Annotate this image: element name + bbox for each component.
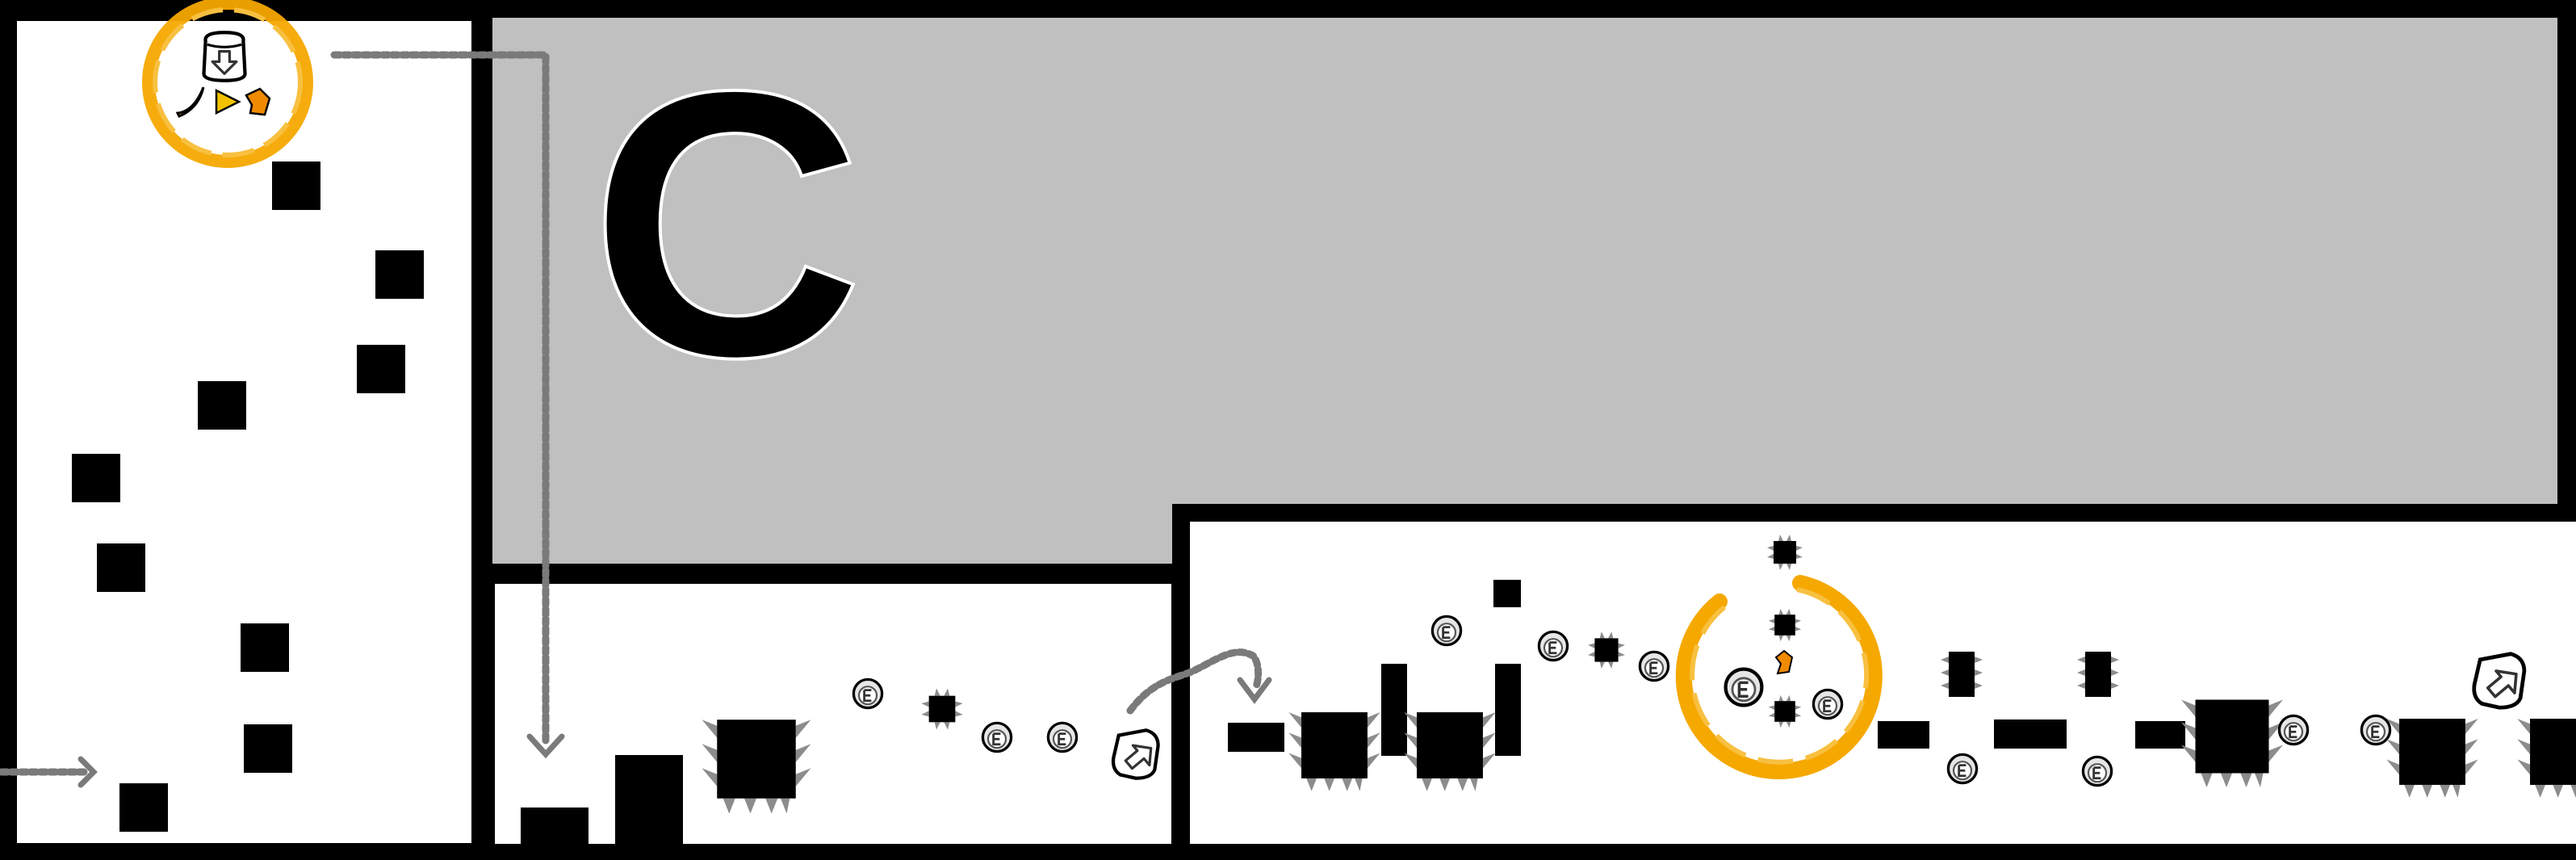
- e-coin-icon[interactable]: [1638, 650, 1670, 682]
- e-coin-icon[interactable]: [2360, 714, 2392, 746]
- room-bottom-right: [1190, 522, 2576, 844]
- unexplored-area-c: [492, 18, 2557, 564]
- banana-icon: [175, 86, 205, 118]
- right-room-platforms: [1228, 580, 2185, 756]
- highlight-ring-brush: [1690, 587, 1870, 765]
- e-coin-icon[interactable]: [1430, 615, 1463, 647]
- highlight-ring-brush: [153, 7, 303, 157]
- e-coin-icon[interactable]: [852, 678, 884, 710]
- path-arrow-curve: [1126, 648, 1263, 715]
- room-left: [17, 21, 471, 843]
- e-coin-icon[interactable]: [1812, 688, 1844, 720]
- start-checkpoint[interactable]: [142, 0, 313, 168]
- download-jar-icon[interactable]: [204, 32, 245, 81]
- arrow-head-icon: [77, 756, 98, 788]
- highlight-ring: [1675, 575, 1883, 779]
- area-letter: C: [589, 12, 863, 436]
- highlight-ring: [142, 0, 313, 168]
- e-coin-icon[interactable]: [2277, 714, 2310, 746]
- arrow-head-icon: [526, 733, 565, 759]
- left-room-platforms: [72, 162, 424, 832]
- path-arrow-down: [330, 51, 550, 747]
- middle-room-platforms: [521, 755, 683, 848]
- cookie-piece-icon: [1774, 649, 1794, 675]
- e-coin-icon[interactable]: [2081, 755, 2113, 787]
- e-coin-icon[interactable]: [1537, 630, 1569, 662]
- checkpoint-ring-right[interactable]: [1675, 575, 1883, 779]
- exit-jar-icon[interactable]: [1113, 730, 1158, 778]
- room-bottom-middle: [495, 584, 1171, 844]
- play-triangle-icon: [215, 88, 241, 115]
- e-coin-icon[interactable]: [981, 721, 1013, 753]
- cookie-piece-icon: [245, 87, 271, 116]
- e-coin-icon[interactable]: [1946, 753, 1979, 785]
- e-coin-icon[interactable]: [1726, 669, 1762, 706]
- exit-jar-icon[interactable]: [2474, 654, 2525, 708]
- arrow-head-icon: [1237, 677, 1272, 704]
- e-coin-icon[interactable]: [1046, 721, 1079, 753]
